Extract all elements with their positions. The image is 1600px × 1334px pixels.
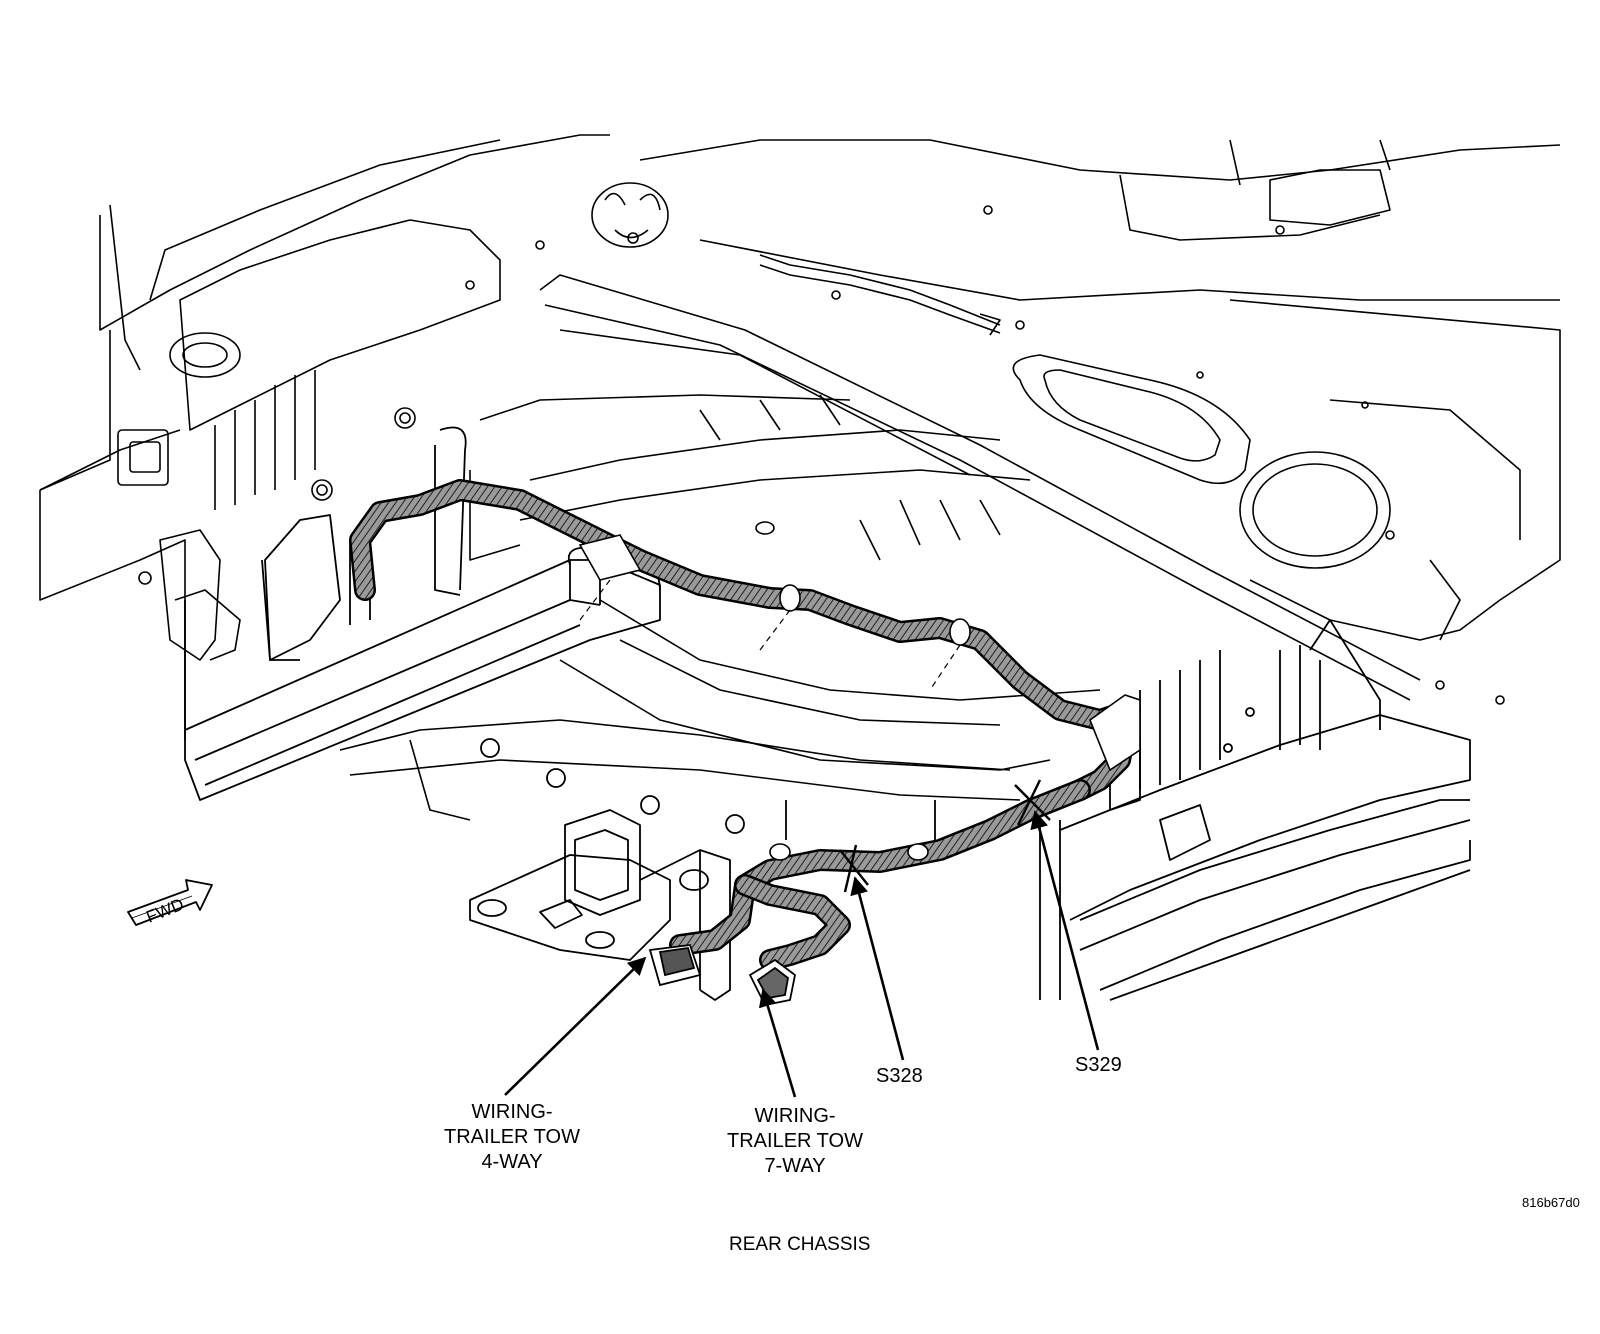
callout-arrows	[504, 810, 1100, 1098]
left-rear-frame-rail	[184, 426, 661, 801]
callout-s329: S329	[1075, 1054, 1122, 1076]
arrow-4way	[504, 956, 647, 1096]
callout-wiring-trailer-tow-7-way: WIRING- TRAILER TOW 7-WAY	[727, 1105, 863, 1177]
figure-caption: REAR CHASSIS	[729, 1234, 871, 1255]
trailer-tow-harness	[349, 479, 1141, 971]
arrow-s329	[1030, 810, 1100, 1051]
connector-4-way	[648, 944, 702, 987]
floor-pan	[39, 134, 1561, 821]
figure-id: 816b67d0	[1522, 1195, 1580, 1210]
fwd-label: FWD	[143, 895, 186, 927]
fwd-arrow-icon	[127, 879, 213, 926]
callout-wiring-trailer-tow-4-way: WIRING- TRAILER TOW 4-WAY	[444, 1101, 580, 1173]
callout-s328: S328	[876, 1065, 923, 1087]
harness-clips	[578, 534, 1141, 861]
arrow-7way	[758, 988, 797, 1098]
right-rear-crossmember	[1039, 619, 1471, 1001]
clip-mounting-lines	[579, 579, 961, 691]
arrow-s328	[850, 876, 905, 1061]
